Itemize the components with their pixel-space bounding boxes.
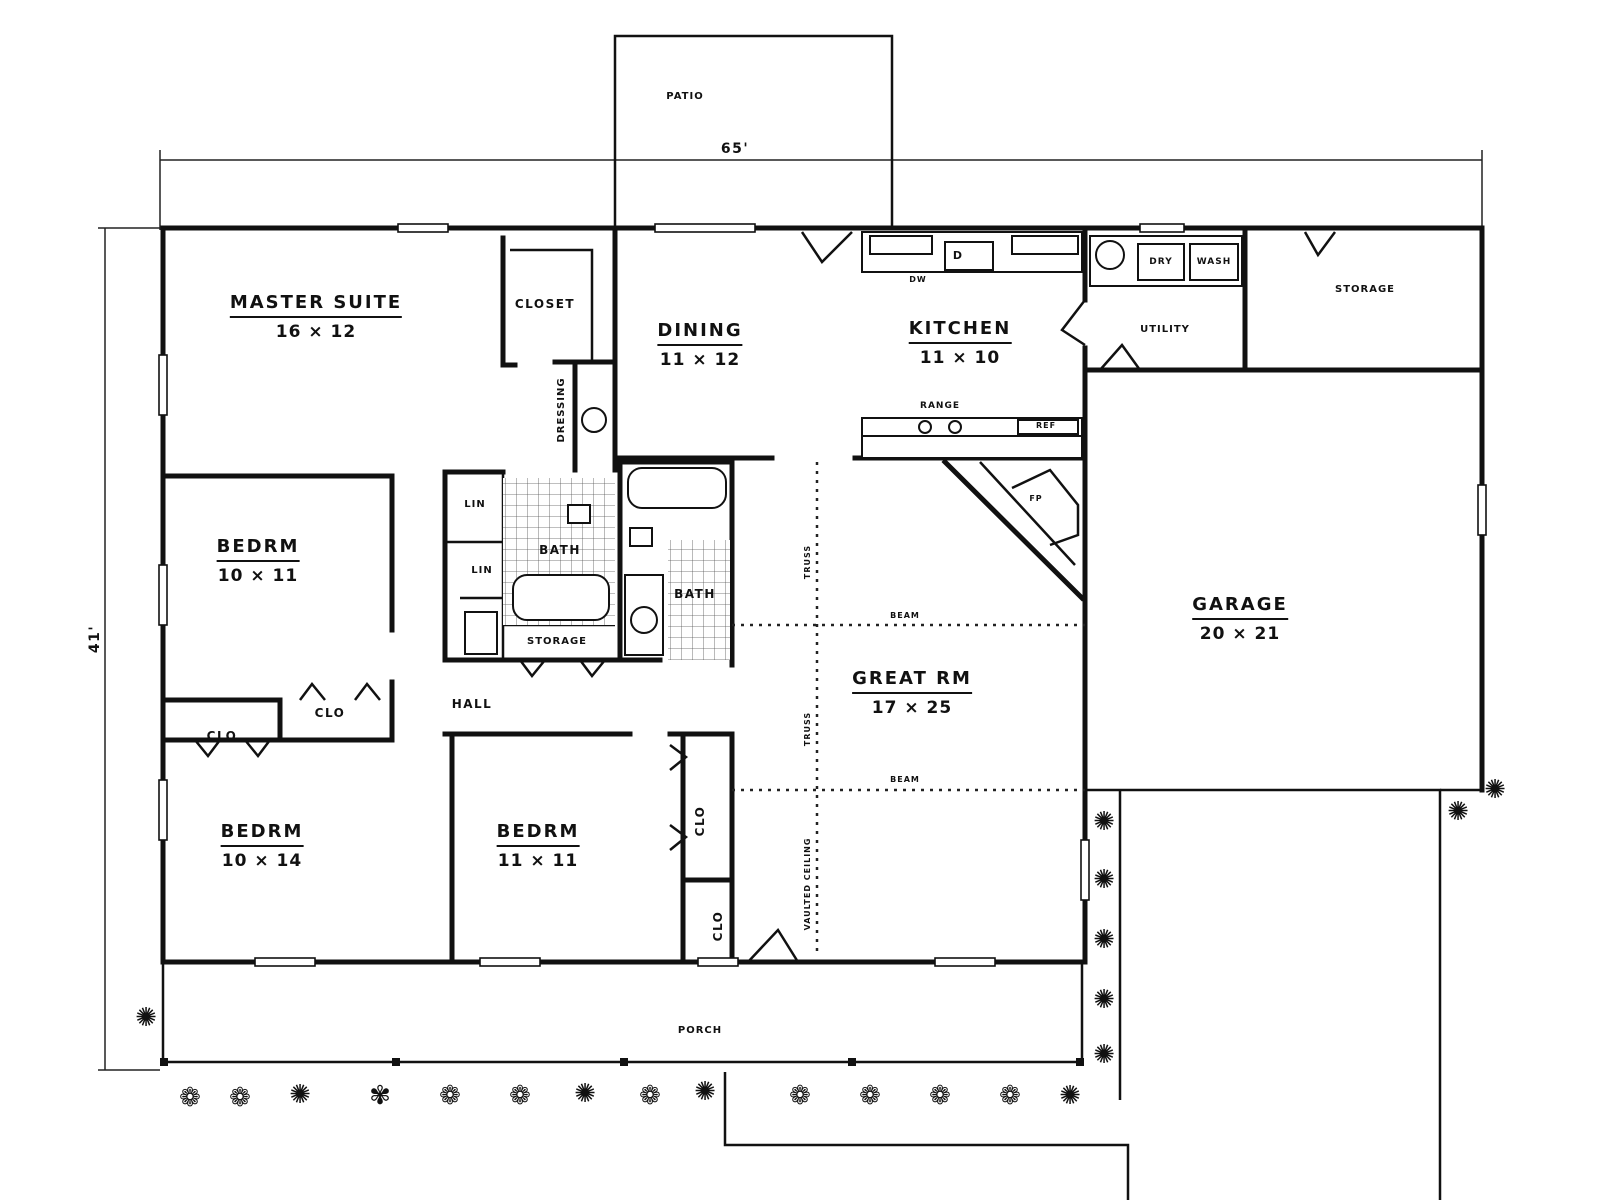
shrub-icon: ✺ xyxy=(694,1077,716,1107)
room-size: 11 × 12 xyxy=(659,350,741,370)
kitchen-fixtures xyxy=(861,231,1086,602)
room-linen-2: LIN xyxy=(471,565,493,576)
shrub-icon: ❁ xyxy=(639,1081,661,1111)
shrub-icon: ✺ xyxy=(1093,985,1115,1015)
room-bath-2: BATH xyxy=(674,587,716,601)
sink-label: D xyxy=(952,249,964,262)
room-closet-clo-2: CLO xyxy=(206,729,238,743)
room-closet-clo-1: CLO xyxy=(314,706,346,720)
room-garage: GARAGE 20 × 21 xyxy=(1192,594,1288,644)
room-size: 11 × 10 xyxy=(919,348,1001,368)
room-name: BEDRM xyxy=(220,821,304,847)
room-name: BEDRM xyxy=(216,536,300,562)
structural-annotations xyxy=(732,462,1085,955)
shrub-icon: ❁ xyxy=(789,1081,811,1111)
room-kitchen: KITCHEN 11 × 10 xyxy=(908,318,1012,368)
shrub-icon: ✺ xyxy=(1093,865,1115,895)
overall-width-label: 65' xyxy=(720,141,750,157)
truss-label: TRUSS xyxy=(803,544,812,580)
overall-depth-label: 41' xyxy=(87,624,103,654)
room-name: MASTER SUITE xyxy=(229,292,403,318)
room-size: 16 × 12 xyxy=(275,322,357,342)
room-bedroom-3: BEDRM 11 × 11 xyxy=(496,821,580,871)
shrub-icon: ✺ xyxy=(1093,925,1115,955)
room-dining: DINING 11 × 12 xyxy=(657,320,743,370)
refrigerator-label: REF xyxy=(1035,421,1057,430)
windows xyxy=(158,223,1487,967)
room-size: 10 × 14 xyxy=(221,851,303,871)
vaulted-ceiling-label: VAULTED CEILING xyxy=(803,837,812,931)
patio-outline xyxy=(613,34,894,228)
room-name: BEDRM xyxy=(496,821,580,847)
laundry-fixtures xyxy=(1089,235,1243,287)
room-size: 20 × 21 xyxy=(1199,624,1281,644)
shrub-icon: ❁ xyxy=(509,1081,531,1111)
room-hall-storage: STORAGE xyxy=(526,636,588,647)
shrub-icon: ✺ xyxy=(574,1079,596,1109)
room-bedroom-2: BEDRM 10 × 14 xyxy=(220,821,304,871)
room-name: GARAGE xyxy=(1192,594,1288,620)
room-name: DINING xyxy=(657,320,743,346)
room-dressing: DRESSING xyxy=(556,377,567,443)
room-closet: CLOSET xyxy=(514,297,576,311)
washer-label: WASH xyxy=(1196,257,1232,267)
room-bath-1: BATH xyxy=(539,543,581,557)
shrub-icon: ❁ xyxy=(439,1081,461,1111)
shrub-icon: ✺ xyxy=(1484,775,1506,805)
room-great-room: GREAT RM 17 × 25 xyxy=(852,668,972,718)
room-size: 10 × 11 xyxy=(217,566,299,586)
room-closet-clo-4: CLO xyxy=(711,910,725,942)
doors xyxy=(194,231,1337,963)
room-size: 11 × 11 xyxy=(497,851,579,871)
shrub-icon: ❁ xyxy=(999,1081,1021,1111)
shrub-icon: ✺ xyxy=(1447,797,1469,827)
room-size: 17 × 25 xyxy=(871,698,953,718)
driveway-lines xyxy=(723,788,1482,1200)
room-garage-storage: STORAGE xyxy=(1334,284,1396,295)
patio-label: PATIO xyxy=(666,91,704,102)
shrub-icon: ❁ xyxy=(859,1081,881,1111)
room-closet-clo-3: CLO xyxy=(693,805,707,837)
shrub-icon: ✺ xyxy=(1059,1081,1081,1111)
porch xyxy=(160,790,1122,1100)
shrub-icon: ✾ xyxy=(369,1081,391,1111)
shrub-icon: ✺ xyxy=(1093,1040,1115,1070)
shrub-icon: ✺ xyxy=(289,1080,311,1110)
shrub-icon: ❁ xyxy=(929,1081,951,1111)
shrub-icon: ❁ xyxy=(179,1083,201,1113)
beam-label: BEAM xyxy=(890,775,920,784)
bath-fixtures xyxy=(464,407,730,660)
dishwasher-label: DW xyxy=(909,275,927,284)
shrub-icon: ✺ xyxy=(1093,807,1115,837)
room-linen-1: LIN xyxy=(464,499,486,510)
fireplace-label: FP xyxy=(1029,494,1043,503)
room-name: KITCHEN xyxy=(908,318,1012,344)
range-label: RANGE xyxy=(920,401,960,411)
room-hall: HALL xyxy=(451,697,493,711)
room-master-suite: MASTER SUITE 16 × 12 xyxy=(229,292,403,342)
truss-label: TRUSS xyxy=(803,711,812,747)
interior-walls xyxy=(160,225,1248,965)
shrub-icon: ✺ xyxy=(135,1003,157,1033)
porch-label: PORCH xyxy=(677,1025,723,1036)
dryer-label: DRY xyxy=(1149,257,1173,267)
shrub-icon: ❁ xyxy=(229,1083,251,1113)
room-utility: UTILITY xyxy=(1140,324,1190,335)
beam-label: BEAM xyxy=(890,611,920,620)
dimension-lines xyxy=(98,150,1483,1071)
room-bedroom-1: BEDRM 10 × 11 xyxy=(216,536,300,586)
room-name: GREAT RM xyxy=(852,668,972,694)
